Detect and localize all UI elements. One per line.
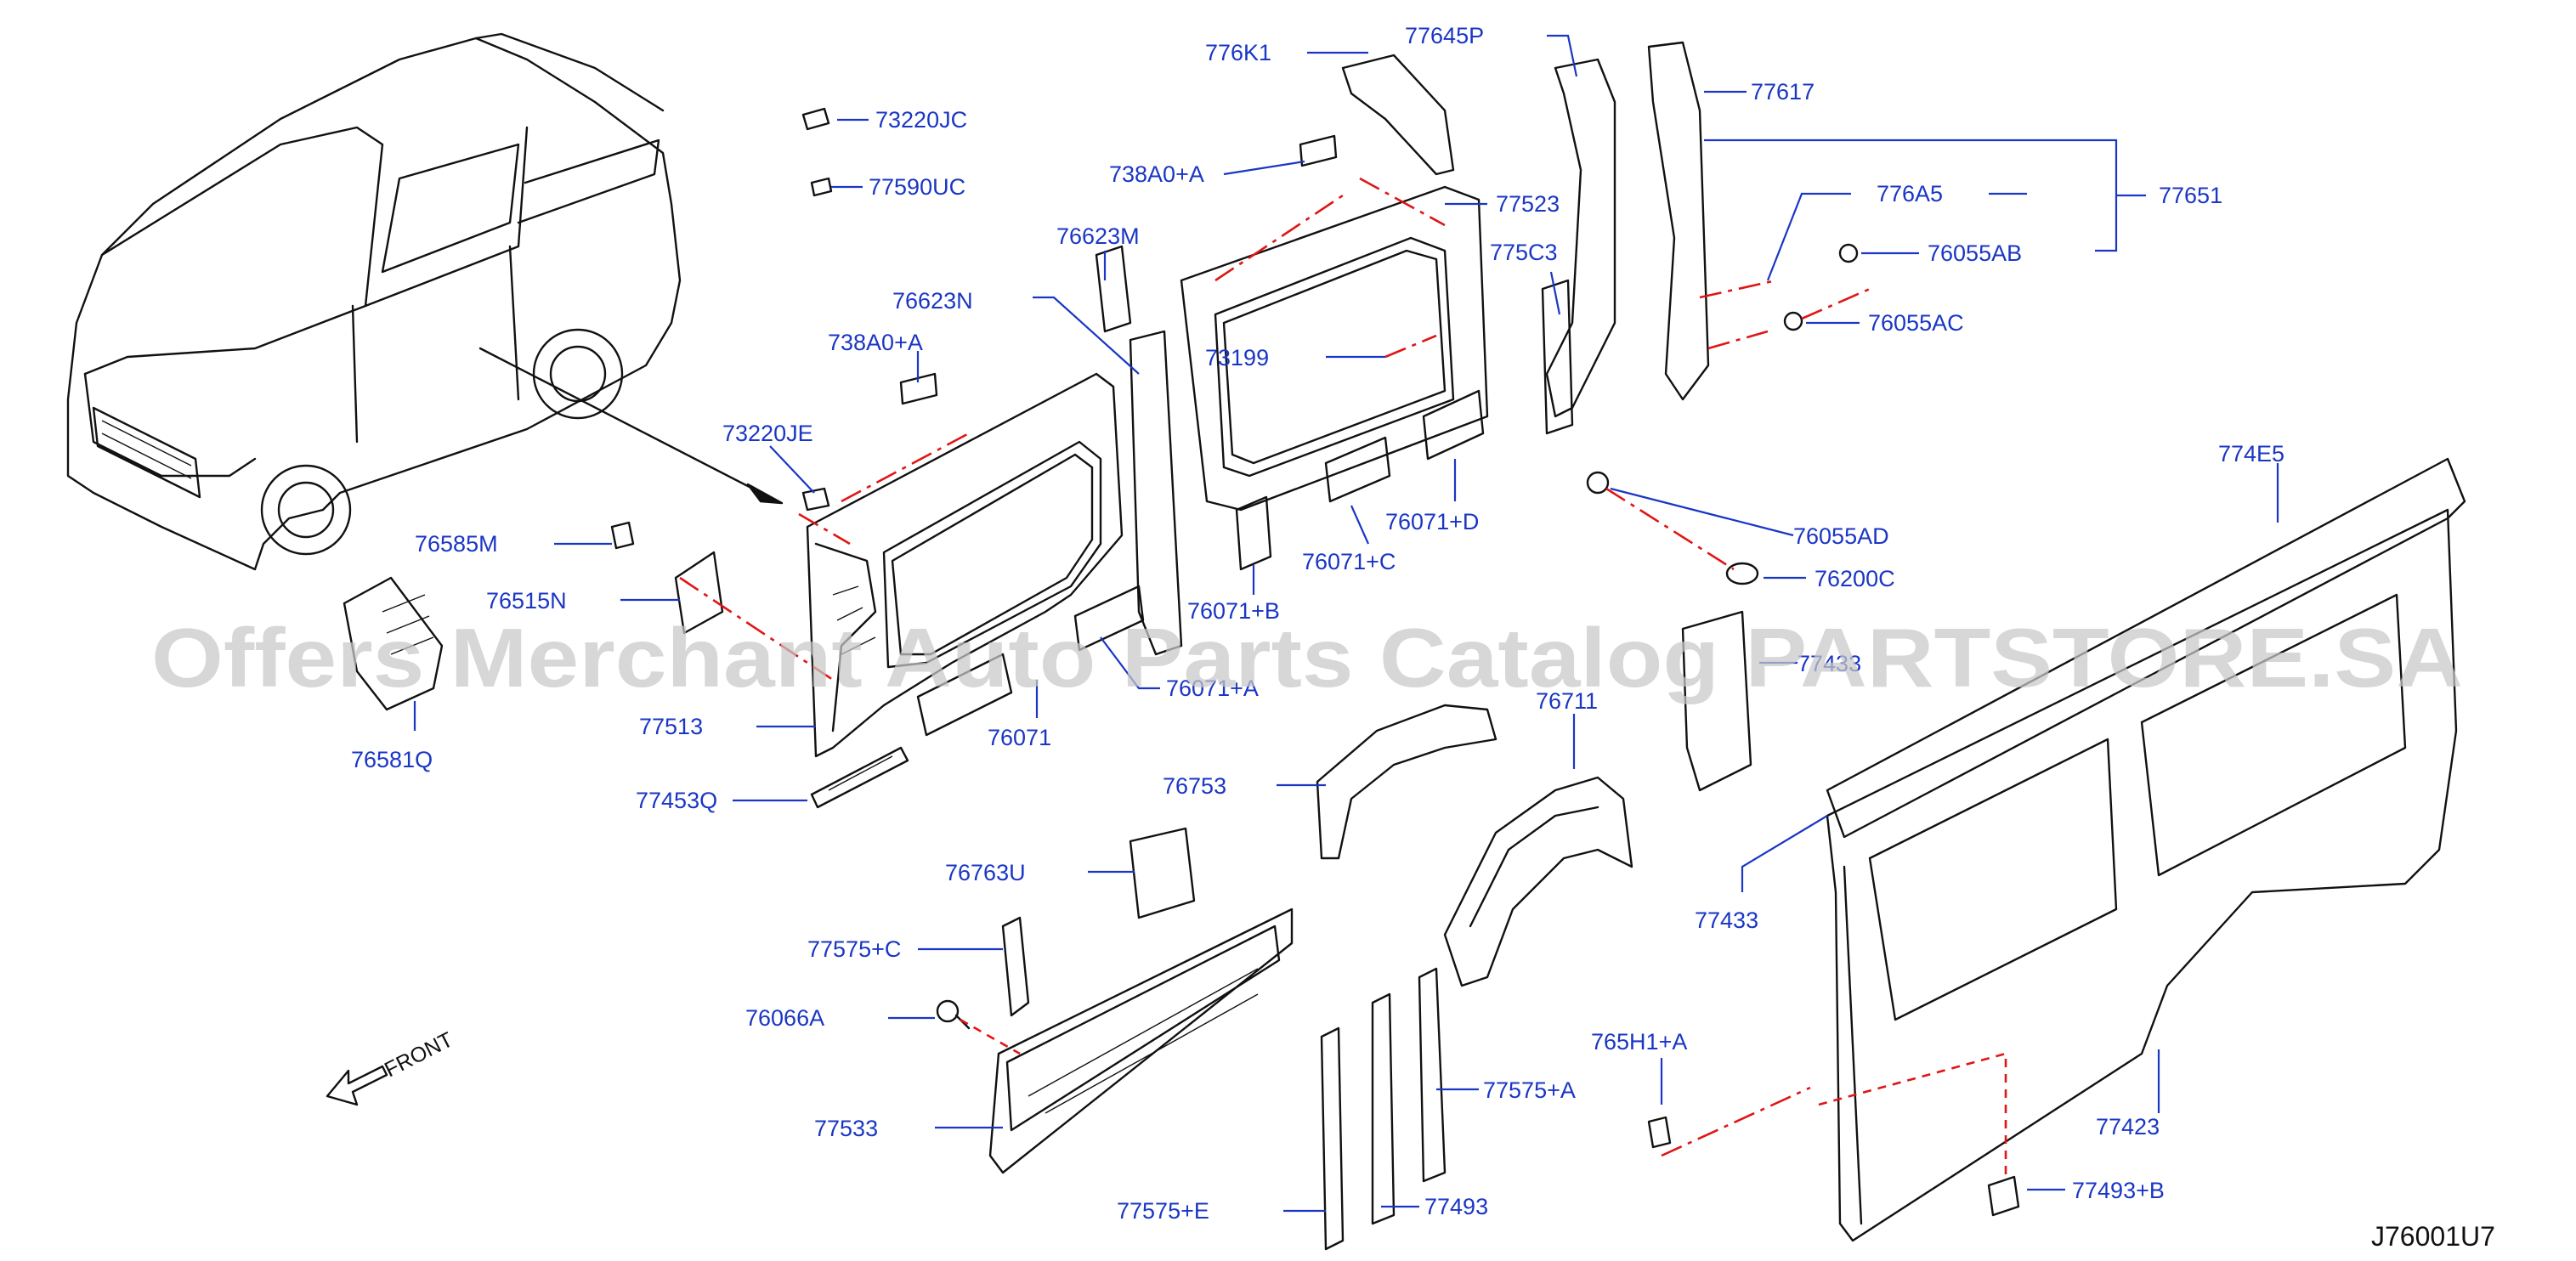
wheelhouse-76753 [1316,704,1497,860]
part-label[interactable]: 738A0+A [828,330,923,355]
panel-77513 [806,372,1124,758]
part-callouts: 776K1 77645P 77617 73220JC 738A0+A 77523… [351,23,2284,1224]
wheelhouse-76711 [1443,776,1633,987]
part-label[interactable]: 77453Q [636,788,717,813]
part-label[interactable]: 77645P [1405,23,1484,48]
part-label[interactable]: 76071+D [1385,509,1479,534]
part-label[interactable]: 76071+B [1187,598,1280,624]
part-label[interactable]: 76763U [945,860,1026,885]
part-label[interactable]: 76066A [745,1005,824,1031]
part-label[interactable]: 77617 [1751,79,1815,105]
part-label[interactable]: 77493+B [2072,1178,2165,1203]
part-label[interactable]: 765H1+A [1591,1029,1687,1055]
part-label[interactable]: 76055AC [1868,310,1964,336]
part-label[interactable]: 774E5 [2218,441,2284,467]
part-label[interactable]: 76071 [988,725,1051,750]
part-label[interactable]: 77575+A [1483,1077,1576,1103]
assembly-lines [679,177,2007,1181]
pointer-arrow [478,347,771,499]
part-label[interactable]: 775C3 [1490,240,1558,265]
front-arrow-icon [326,1065,388,1106]
strip-77453Q [810,746,909,809]
part-label[interactable]: 738A0+A [1109,161,1204,187]
part-label[interactable]: 76753 [1163,773,1226,799]
part-label[interactable]: 73220JE [722,421,813,446]
part-label[interactable]: 776A5 [1877,181,1943,206]
part-label[interactable]: 77523 [1496,191,1560,217]
part-label[interactable]: 77651 [2159,183,2222,208]
part-label[interactable]: 76071+C [1302,549,1396,574]
part-label[interactable]: 77513 [639,714,703,739]
outer-panel-77423 [1826,508,2458,1242]
part-label[interactable]: 77433 [1695,908,1758,933]
part-label[interactable]: 76515N [486,588,567,614]
part-label[interactable]: 77493 [1424,1194,1488,1219]
part-label[interactable]: 77423 [2096,1114,2160,1139]
diagram-code: J76001U7 [2371,1221,2495,1252]
part-label[interactable]: 77433 [1798,651,1861,676]
part-label[interactable]: 76623M [1056,223,1140,249]
part-label[interactable]: 77533 [814,1116,878,1141]
panel-77533 [988,908,1294,1174]
part-label[interactable]: 776K1 [1205,40,1271,65]
panel-77523 [1180,185,1489,512]
part-label[interactable]: 76071+A [1166,676,1259,701]
front-label: FRONT [381,1027,456,1082]
van-overview [66,32,682,571]
part-label[interactable]: 76055AD [1793,523,1889,549]
part-label[interactable]: 77590UC [869,174,965,200]
part-label[interactable]: 76585M [415,531,498,557]
part-label[interactable]: 73220JC [875,107,967,133]
part-label[interactable]: 77575+C [807,936,901,962]
part-label[interactable]: 73199 [1205,345,1269,370]
part-label[interactable]: 76711 [1536,688,1598,714]
part-label[interactable]: 76055AB [1928,240,2022,266]
part-label[interactable]: 76200C [1815,566,1895,591]
roof-rail-774E5 [1826,457,2466,839]
arrowhead-icon [746,483,784,505]
line-art [66,32,2466,1251]
part-label[interactable]: 76623N [892,288,973,314]
watermark: Offers Merchant Auto Parts Catalog PARTS… [151,611,2463,704]
part-label[interactable]: 77575+E [1117,1198,1209,1224]
part-label[interactable]: 76581Q [351,747,433,772]
